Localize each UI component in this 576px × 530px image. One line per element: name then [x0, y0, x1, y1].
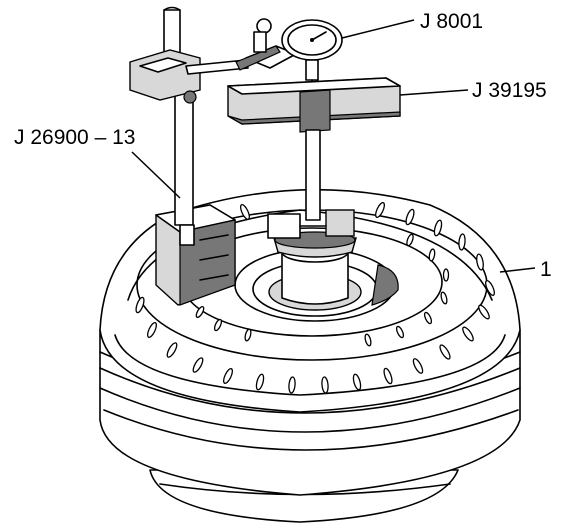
dial-indicator	[235, 18, 343, 93]
label-fixture-bar: J 39195	[472, 79, 547, 102]
vane-slots	[135, 201, 495, 394]
label-dial-indicator: J 8001	[420, 10, 483, 33]
center-adapter	[267, 209, 357, 305]
label-indicator-post: J 26900 – 13	[14, 126, 135, 149]
fixture-bar	[227, 77, 401, 221]
callout-leaders	[131, 19, 536, 273]
label-converter: 1	[540, 258, 552, 281]
indicator-post-assembly	[129, 6, 249, 306]
